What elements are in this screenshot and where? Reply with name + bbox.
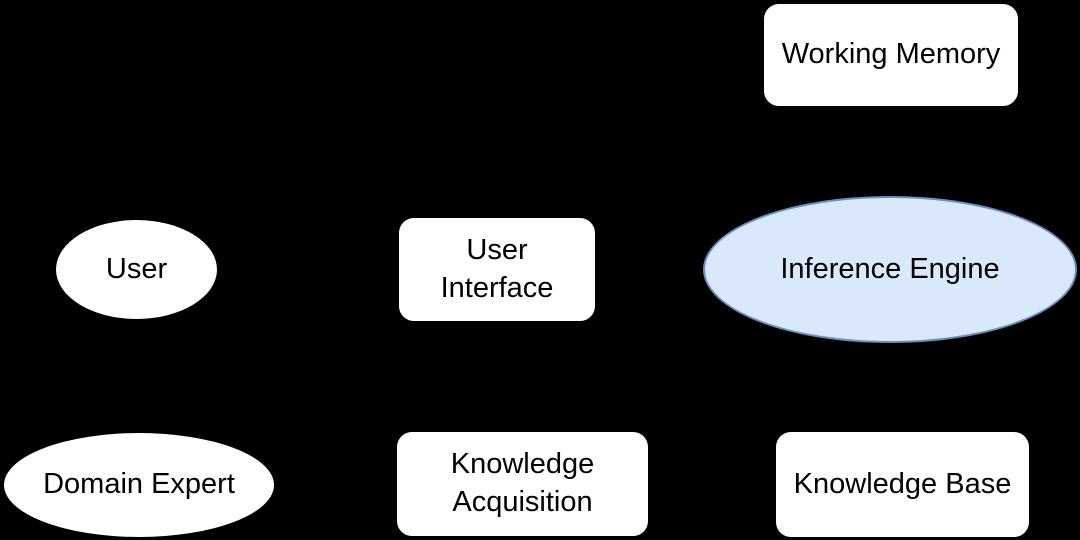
node-knowledge-acquisition-label-line1: Knowledge bbox=[450, 448, 595, 481]
node-inference-engine: Inference Engine bbox=[703, 196, 1077, 343]
node-user-interface: User Interface bbox=[398, 217, 596, 322]
node-inference-engine-label: Inference Engine bbox=[780, 252, 1000, 285]
node-user-interface-label-line1: User bbox=[466, 233, 528, 266]
node-user: User bbox=[55, 219, 218, 320]
node-working-memory: Working Memory bbox=[763, 3, 1019, 107]
node-user-interface-label-line2: Interface bbox=[440, 271, 554, 304]
node-working-memory-label: Working Memory bbox=[781, 38, 1001, 71]
node-domain-expert: Domain Expert bbox=[3, 432, 275, 538]
node-domain-expert-label: Domain Expert bbox=[43, 468, 235, 501]
node-knowledge-base: Knowledge Base bbox=[775, 431, 1030, 538]
node-knowledge-base-label: Knowledge Base bbox=[793, 467, 1012, 500]
node-knowledge-acquisition-label-line2: Acquisition bbox=[452, 486, 593, 518]
node-user-label: User bbox=[105, 252, 168, 285]
node-knowledge-acquisition: Knowledge Acquisition bbox=[396, 431, 649, 537]
